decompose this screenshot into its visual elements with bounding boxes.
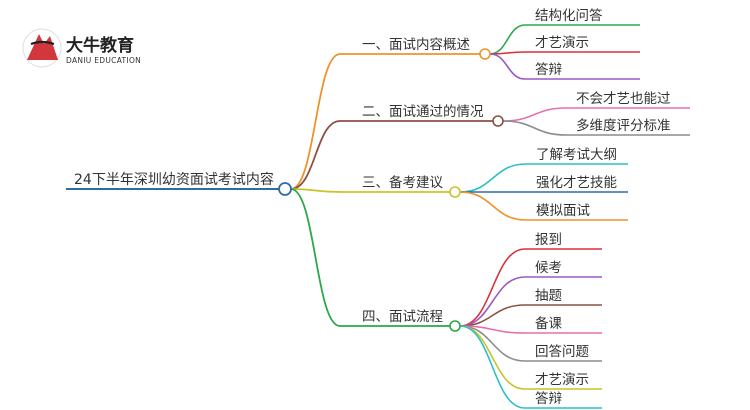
root-to-branch-connector bbox=[290, 188, 341, 193]
branch-to-leaf-connector bbox=[459, 304, 526, 327]
branch-to-leaf-connector bbox=[459, 191, 527, 221]
node-layer: 24下半年深圳幼资面试考试内容一、面试内容概述结构化问答才艺演示答辩二、面试通过… bbox=[74, 7, 671, 407]
branch-collapse-toggle[interactable] bbox=[449, 186, 461, 198]
branch-to-leaf-connector bbox=[459, 325, 526, 409]
leaf-label: 了解考试大纲 bbox=[536, 147, 617, 163]
branch-to-leaf-connector bbox=[489, 24, 526, 55]
brand-logo: 大牛教育 DANIU EDUCATION bbox=[22, 28, 141, 68]
branch-label: 二、面试通过的情况 bbox=[362, 104, 484, 120]
branch-to-leaf-connector bbox=[502, 120, 567, 136]
branch-to-leaf-connector bbox=[459, 325, 526, 390]
root-to-branch-connector bbox=[290, 188, 341, 327]
leaf-label: 才艺演示 bbox=[535, 372, 589, 388]
branch-label: 一、面试内容概述 bbox=[362, 36, 470, 53]
branch-to-leaf-connector bbox=[459, 163, 527, 193]
brand-name-cn: 大牛教育 bbox=[66, 35, 134, 56]
leaf-label: 答辩 bbox=[535, 61, 562, 78]
branch-collapse-toggle[interactable] bbox=[479, 48, 491, 60]
root-topic: 24下半年深圳幼资面试考试内容 bbox=[74, 171, 274, 188]
leaf-label: 回答问题 bbox=[535, 343, 589, 360]
branch-label: 三、备考建议 bbox=[362, 174, 443, 191]
branch-to-leaf-connector bbox=[459, 248, 526, 327]
leaf-label: 报到 bbox=[535, 232, 562, 248]
branch-to-leaf-connector bbox=[502, 107, 567, 122]
leaf-label: 才艺演示 bbox=[535, 35, 589, 51]
logo-mark-icon bbox=[27, 34, 58, 60]
leaf-label: 答辩 bbox=[535, 390, 562, 407]
leaf-label: 候考 bbox=[535, 260, 562, 276]
leaf-label: 备课 bbox=[535, 315, 563, 332]
branch-label: 四、面试流程 bbox=[362, 309, 443, 325]
leaf-label: 结构化问答 bbox=[535, 7, 603, 24]
branch-collapse-toggle[interactable] bbox=[492, 115, 504, 127]
leaf-label: 强化才艺技能 bbox=[536, 175, 617, 191]
branch-to-leaf-connector bbox=[459, 276, 526, 327]
branch-to-leaf-connector bbox=[459, 325, 526, 362]
connector-layer bbox=[66, 24, 690, 409]
leaf-label: 模拟面试 bbox=[536, 203, 590, 219]
branch-collapse-toggle[interactable] bbox=[449, 320, 461, 332]
root-collapse-toggle[interactable] bbox=[278, 182, 292, 196]
leaf-label: 不会才艺也能过 bbox=[576, 91, 671, 107]
branch-to-leaf-connector bbox=[489, 53, 526, 80]
brand-name-en: DANIU EDUCATION bbox=[66, 56, 141, 65]
leaf-label: 多维度评分标准 bbox=[576, 117, 671, 134]
root-to-branch-connector bbox=[290, 53, 341, 190]
root-to-branch-connector bbox=[290, 120, 341, 190]
leaf-label: 抽题 bbox=[535, 288, 562, 304]
logo-brush-icon bbox=[30, 40, 55, 46]
